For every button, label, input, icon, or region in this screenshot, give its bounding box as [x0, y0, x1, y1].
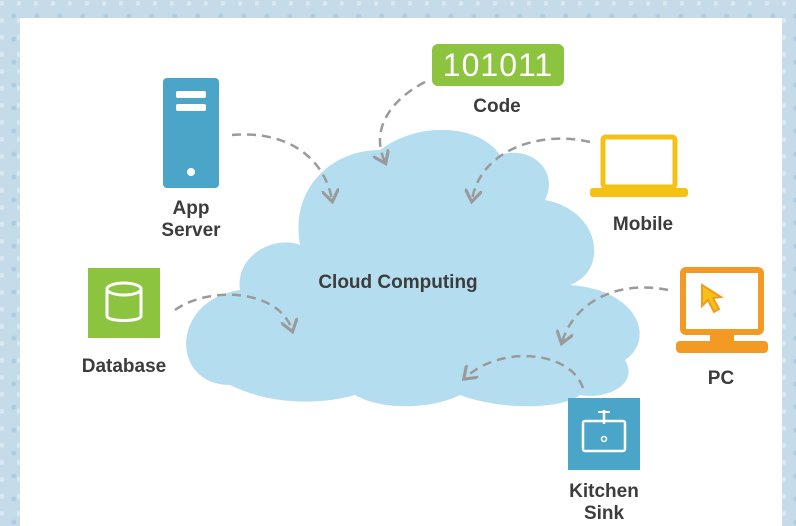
label-mobile: Mobile — [612, 214, 674, 235]
arrow-database — [174, 293, 292, 330]
laptop-icon — [590, 134, 688, 197]
database-icon — [88, 268, 160, 338]
cloud-shape — [186, 129, 640, 407]
arrow-code — [380, 80, 426, 162]
label-database: Database — [81, 356, 167, 377]
label-kitchen-sink: Kitchen Sink — [569, 481, 639, 524]
label-pc: PC — [707, 368, 735, 389]
server-icon — [163, 78, 219, 188]
label-code: Code — [473, 96, 521, 117]
sink-icon — [568, 398, 640, 470]
arrow-pc — [562, 286, 669, 342]
arrow-kitchen-sink — [465, 354, 585, 389]
connection-arrows — [174, 80, 669, 389]
code-badge: 101011 — [432, 44, 564, 86]
arrow-mobile — [472, 137, 591, 200]
label-cloud-computing: Cloud Computing — [318, 272, 478, 293]
pc-icon — [676, 267, 768, 353]
label-app-server: App Server — [161, 198, 221, 241]
arrow-app-server — [231, 133, 332, 200]
